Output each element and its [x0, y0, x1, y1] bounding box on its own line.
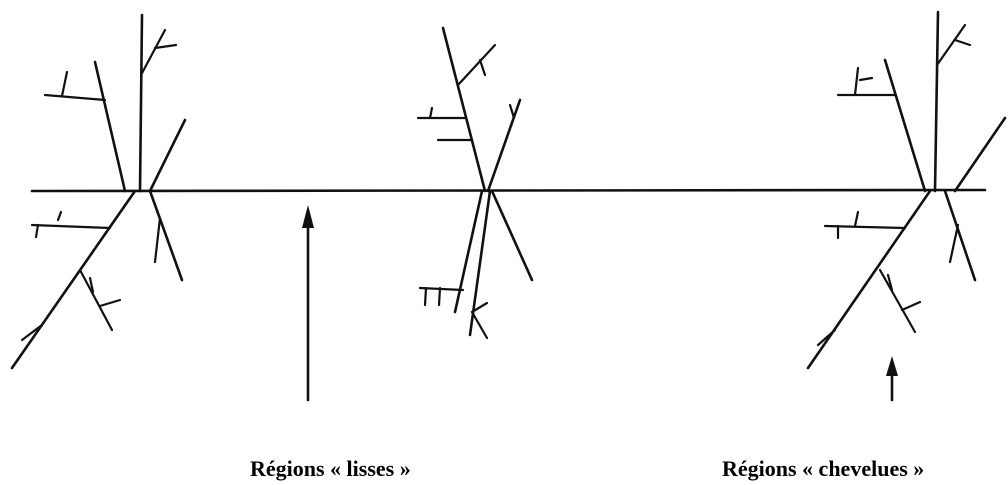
- hairy-regions-label: Régions « chevelues »: [722, 456, 925, 481]
- branch-cluster-middle: [416, 26, 534, 340]
- arrow-smooth-region: [302, 205, 314, 402]
- arrow-hairy-region: [886, 356, 898, 402]
- smooth-regions-label: Régions « lisses »: [250, 456, 411, 481]
- main-horizontal-line: [30, 188, 987, 193]
- branch-cluster-left: [10, 13, 187, 370]
- branch-cluster-right: [806, 10, 1007, 370]
